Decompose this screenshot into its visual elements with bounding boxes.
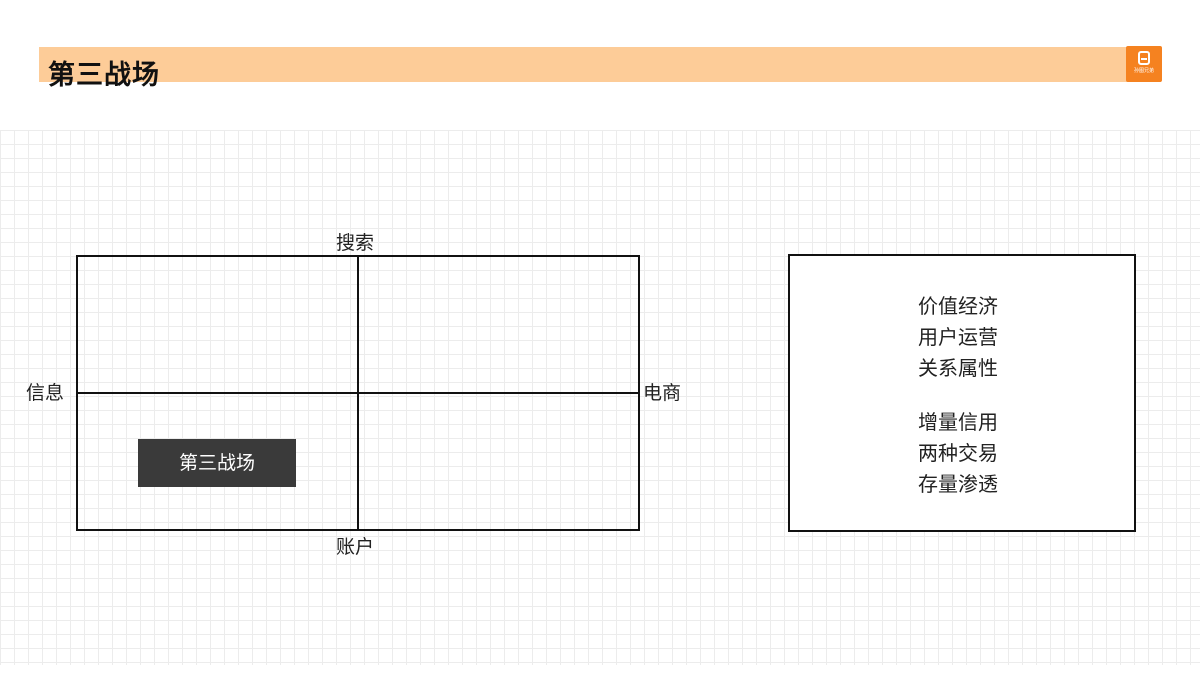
side-panel-group-2: 增量信用 两种交易 存量渗透: [918, 407, 998, 500]
logo-icon: [1138, 51, 1150, 65]
brand-logo: 孙图兄弟: [1126, 46, 1162, 82]
logo-text: 孙图兄弟: [1133, 68, 1154, 74]
side-panel-item: 用户运营: [918, 325, 998, 349]
side-panel-item: 价值经济: [918, 294, 998, 318]
horizontal-axis: [76, 392, 640, 394]
third-battlefield-tag: 第三战场: [138, 439, 296, 487]
side-panel-frame: [788, 254, 1136, 532]
side-panel-item: 增量信用: [918, 410, 998, 434]
title-banner: [39, 47, 1161, 82]
side-panel-item: 两种交易: [918, 441, 998, 465]
axis-label-top: 搜索: [336, 232, 375, 254]
page-title: 第三战场: [48, 60, 160, 91]
side-panel-item: 存量渗透: [918, 472, 998, 496]
side-panel-item: 关系属性: [918, 356, 998, 380]
axis-label-right: 电商: [643, 382, 682, 404]
axis-label-left: 信息: [26, 382, 65, 404]
axis-label-bottom: 账户: [336, 536, 375, 558]
side-panel-group-1: 价值经济 用户运营 关系属性: [918, 291, 998, 384]
